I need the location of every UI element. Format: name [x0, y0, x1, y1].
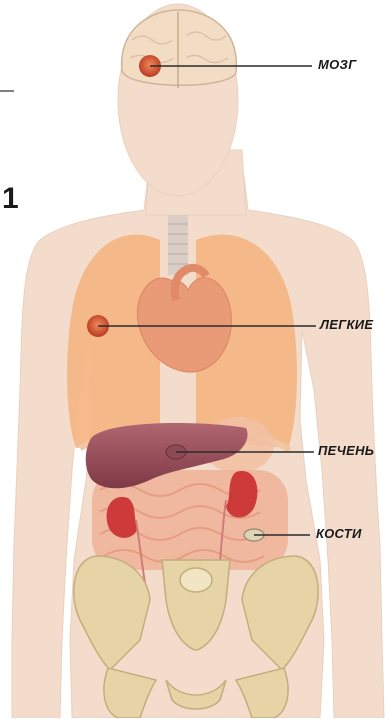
label-bones: КОСТИ	[316, 526, 362, 541]
edge-number-fragment: 1	[2, 182, 19, 216]
brain	[122, 10, 237, 88]
label-brain: МОЗГ	[318, 57, 356, 72]
label-lungs: ЛЕГКИЕ	[320, 317, 373, 332]
label-liver: ПЕЧЕНЬ	[318, 443, 374, 458]
